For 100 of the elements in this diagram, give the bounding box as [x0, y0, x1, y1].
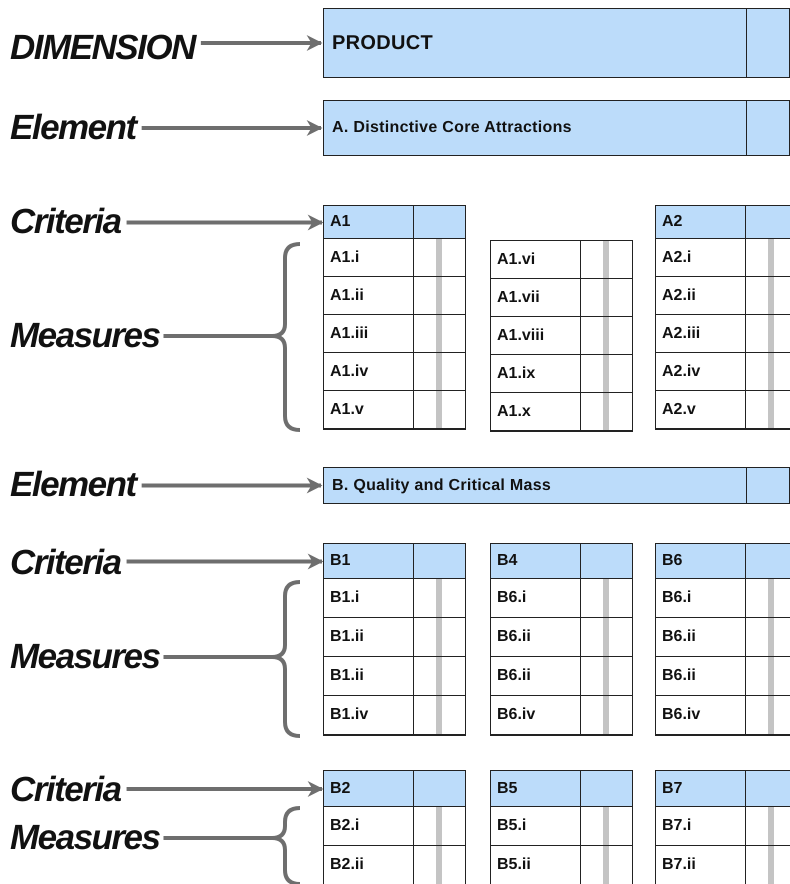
criteria-header-row	[656, 206, 790, 239]
measure-row	[656, 353, 790, 391]
measure-code: B1.i	[329, 589, 360, 607]
criteria-table	[323, 543, 466, 736]
criteria-code: B2	[329, 780, 350, 798]
measure-row	[656, 315, 790, 353]
measure-row	[491, 241, 632, 279]
row-label: Measures	[10, 818, 160, 858]
measure-code: B6.ii	[496, 667, 531, 685]
criteria-table	[655, 770, 790, 884]
measure-row	[656, 657, 790, 696]
measure-code: B7.ii	[661, 856, 696, 874]
measure-code: B1.ii	[329, 667, 364, 685]
element-bar	[323, 8, 790, 78]
dimension-name: PRODUCT	[331, 32, 433, 54]
element-name: B. Quality and Critical Mass	[331, 476, 552, 494]
measure-code: B5.i	[496, 817, 526, 835]
measure-code: A2.i	[661, 248, 692, 266]
measure-row	[324, 696, 465, 735]
row-label: Criteria	[10, 770, 121, 810]
arrow	[126, 781, 324, 797]
measure-row	[491, 696, 632, 735]
measure-code: B5.ii	[496, 856, 531, 874]
measure-code: A1.x	[496, 402, 531, 420]
measure-code: A1.iii	[329, 324, 368, 342]
measure-code: B1.ii	[329, 628, 364, 646]
measure-code: A2.iii	[661, 324, 700, 342]
criteria-header-row	[656, 544, 790, 579]
criteria-table	[655, 543, 790, 736]
criteria-header-row	[656, 771, 790, 807]
criteria-code: B6	[661, 552, 682, 570]
measure-row	[491, 393, 632, 431]
criteria-code: A1	[329, 213, 350, 231]
measure-row	[324, 579, 465, 618]
measure-row	[324, 315, 465, 353]
criteria-code: B4	[496, 552, 518, 570]
measure-row	[324, 618, 465, 657]
measure-row	[324, 239, 465, 277]
criteria-header-row	[491, 771, 632, 807]
measure-code: B6.ii	[496, 628, 531, 646]
measure-code: B6.i	[661, 589, 692, 607]
criteria-code: A2	[661, 213, 682, 231]
measure-code: B7.i	[661, 817, 692, 835]
measure-code: B6.iv	[496, 706, 536, 724]
measure-row	[656, 277, 790, 315]
criteria-table	[490, 240, 633, 432]
measure-code: A1.ix	[496, 364, 536, 382]
measure-code: A1.vii	[496, 288, 540, 306]
measure-row	[324, 353, 465, 391]
criteria-table	[655, 205, 790, 430]
measure-row	[656, 618, 790, 657]
measure-row	[656, 391, 790, 429]
measure-code: A1.i	[329, 248, 360, 266]
row-label: Measures	[10, 637, 160, 677]
row-label: Element	[10, 465, 136, 505]
criteria-header-row	[324, 771, 465, 807]
measure-row	[491, 807, 632, 846]
measure-row	[656, 696, 790, 735]
row-label: Criteria	[10, 202, 121, 242]
measure-code: B2.ii	[329, 856, 364, 874]
arrow	[126, 214, 324, 230]
measure-code: B6.ii	[661, 628, 696, 646]
criteria-header-row	[324, 206, 465, 239]
measure-row	[324, 391, 465, 429]
measure-code: B6.ii	[661, 667, 696, 685]
measure-code: A1.ii	[329, 286, 364, 304]
criteria-table	[323, 205, 466, 430]
measure-row	[324, 277, 465, 315]
measure-code: A1.vi	[496, 250, 536, 268]
measure-code: A2.iv	[661, 362, 700, 380]
element-bar	[323, 100, 790, 156]
measure-row	[656, 807, 790, 846]
criteria-header-row	[491, 544, 632, 579]
row-label: Criteria	[10, 543, 121, 583]
measure-row	[324, 657, 465, 696]
measure-code: B1.iv	[329, 706, 368, 724]
measure-code: A1.iv	[329, 362, 368, 380]
row-label: Element	[10, 108, 136, 148]
measure-row	[491, 355, 632, 393]
criteria-table	[490, 770, 633, 884]
arrow	[200, 35, 323, 51]
measure-row	[491, 618, 632, 657]
criteria-table	[323, 770, 466, 884]
measure-code: A1.viii	[496, 326, 544, 344]
criteria-code: B5	[496, 780, 518, 798]
measure-row	[491, 657, 632, 696]
measure-row	[491, 579, 632, 618]
criteria-table	[490, 543, 633, 736]
arrow	[142, 478, 323, 494]
row-label: Measures	[10, 316, 160, 356]
criteria-code: B7	[661, 780, 682, 798]
measure-row	[656, 239, 790, 277]
element-name: A. Distinctive Core Attractions	[331, 119, 572, 137]
measure-code: B6.i	[496, 589, 526, 607]
measure-code: B2.i	[329, 817, 360, 835]
measure-row	[656, 579, 790, 618]
criteria-header-row	[324, 544, 465, 579]
arrow	[142, 120, 323, 136]
measure-row	[324, 807, 465, 846]
measure-code: A2.v	[661, 400, 696, 418]
